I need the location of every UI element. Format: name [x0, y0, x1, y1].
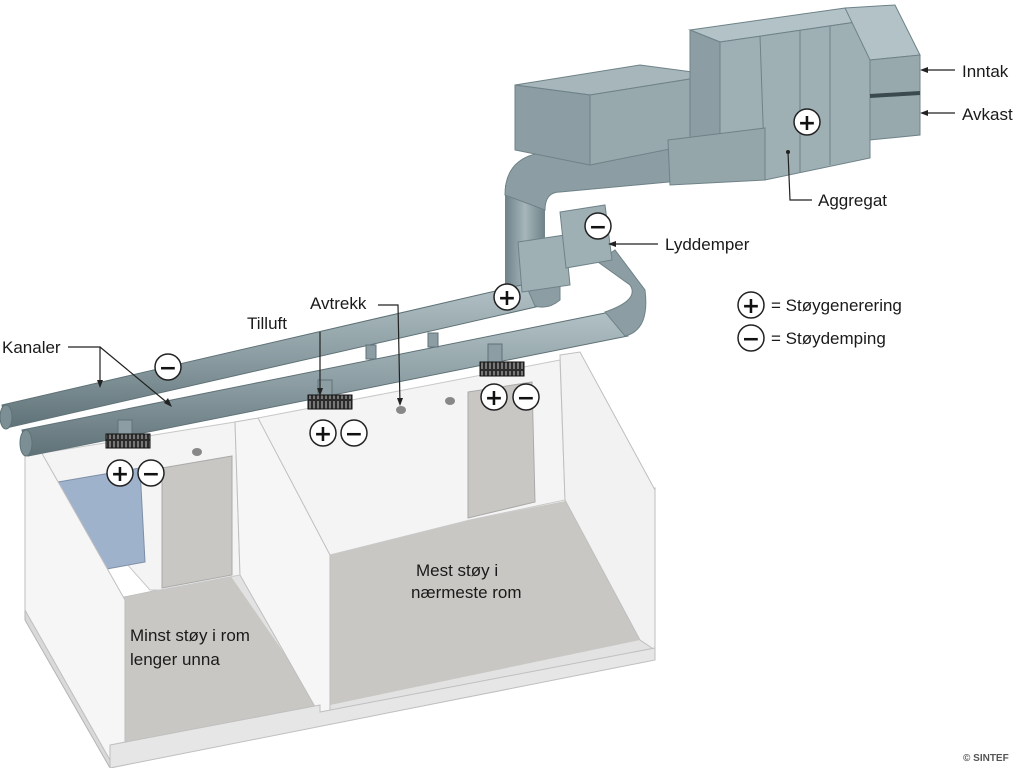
supply-grille-2	[307, 394, 353, 410]
legend-plus-text: = Støygenerering	[771, 296, 902, 315]
svg-text:−: −	[345, 422, 363, 447]
supply-duct-end	[19, 429, 33, 457]
svg-text:+: +	[314, 422, 332, 447]
svg-text:−: −	[589, 215, 607, 240]
branch-stub-4	[365, 344, 377, 360]
branch-stub-5	[427, 332, 439, 348]
door-opening-far	[161, 455, 233, 589]
extract-valve-2	[396, 406, 406, 414]
plus-symbol-room-mid: +	[309, 419, 337, 447]
svg-text:+: +	[498, 286, 516, 311]
label-lyddemper: Lyddemper	[665, 235, 750, 254]
aggregat-mid-front	[689, 29, 721, 151]
room-labels: Minst støy i rom lenger unna Mest støy i…	[130, 561, 522, 669]
extract-valve-1	[192, 448, 202, 456]
copyright: © SINTEF	[963, 753, 1009, 764]
floor-near-room	[330, 500, 640, 705]
label-avtrekk: Avtrekk	[310, 294, 367, 313]
floor-far-room	[110, 575, 320, 745]
svg-text:−: −	[142, 462, 160, 487]
symbols: + − + − + − + −	[106, 108, 821, 487]
minus-symbol-lyddemper: −	[584, 212, 612, 240]
svg-text:−: −	[159, 356, 177, 381]
svg-text:+: +	[798, 111, 816, 136]
legend-plus-icon: +	[737, 291, 765, 319]
extract-valve-3	[445, 397, 455, 405]
aggregat-right-front	[869, 54, 921, 141]
label-tilluft: Tilluft	[247, 314, 287, 333]
minus-symbol-kanaler: −	[154, 353, 182, 381]
svg-text:+: +	[485, 386, 503, 411]
plus-symbol-duct: +	[493, 283, 521, 311]
leader-lines	[68, 67, 955, 407]
label-inntak: Inntak	[962, 62, 1009, 81]
svg-text:−: −	[517, 386, 535, 411]
svg-text:+: +	[111, 462, 129, 487]
leader-avtrekk	[378, 304, 401, 405]
branch-stub-3	[487, 343, 503, 365]
leader-aggregat	[787, 151, 812, 201]
plus-symbol-room-far: +	[106, 459, 134, 487]
room-near-line2: nærmeste rom	[411, 583, 522, 602]
plus-symbol-aggregat: +	[793, 108, 821, 136]
aggregat-left-front	[514, 84, 591, 166]
aggregat-lower-box	[667, 127, 766, 186]
extract-duct-end	[0, 404, 13, 430]
front-wall-bottom-edge	[109, 647, 656, 768]
svg-text:−: −	[742, 327, 760, 352]
room-far-line1: Minst støy i rom	[130, 626, 250, 645]
label-avkast: Avkast	[962, 105, 1013, 124]
label-kanaler: Kanaler	[2, 338, 61, 357]
legend: + = Støygenerering − = Støydemping	[737, 291, 902, 352]
room-far-line2: lenger unna	[130, 650, 220, 669]
ducts	[0, 139, 691, 457]
room-near-line1: Mest støy i	[416, 561, 498, 580]
inntak-avkast-divider	[869, 91, 921, 98]
supply-grille-1	[105, 433, 151, 449]
legend-minus-icon: −	[737, 324, 765, 352]
leader-kanaler	[68, 346, 171, 406]
supply-grille-3	[479, 361, 525, 377]
minus-symbol-room-far: −	[137, 459, 165, 487]
building	[24, 351, 656, 768]
minus-symbol-room-mid: −	[340, 419, 368, 447]
supply-duct-bend	[597, 249, 647, 337]
labels: Inntak Avkast Aggregat Lyddemper Avtrekk…	[2, 62, 1013, 357]
legend-minus-text: = Støydemping	[771, 329, 886, 348]
label-aggregat: Aggregat	[818, 191, 887, 210]
minus-symbol-room-near: −	[512, 383, 540, 411]
door-opening-near	[467, 381, 536, 519]
svg-text:+: +	[742, 294, 760, 319]
air-handling-unit	[514, 4, 921, 186]
silencer-1	[517, 234, 571, 293]
plus-symbol-room-near: +	[480, 383, 508, 411]
